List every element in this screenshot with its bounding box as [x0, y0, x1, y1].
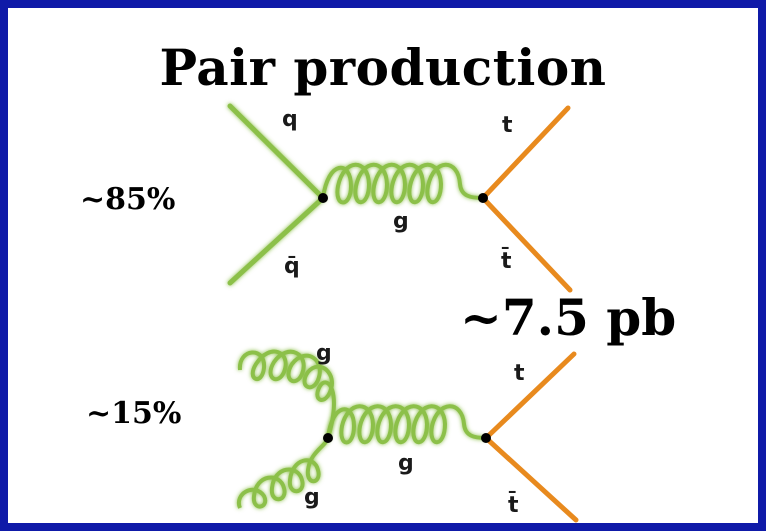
label-gluon-mediator: g — [393, 209, 409, 234]
gluon-propagator — [321, 162, 484, 205]
outgoing-top-line-2 — [483, 351, 577, 441]
diagram-gluon-fusion: g g g t t̄ — [236, 341, 579, 523]
slide-title: Pair production — [159, 38, 607, 97]
gluon-propagator-2 — [326, 404, 487, 445]
vertex-left-2 — [323, 433, 333, 443]
vertex-left — [318, 193, 328, 203]
fraction-label-qq: ~85% — [80, 182, 176, 217]
fraction-label-gg: ~15% — [86, 396, 182, 431]
label-top: t — [502, 113, 513, 138]
label-antiquark: q̄ — [284, 254, 300, 279]
label-antitop-2: t̄ — [508, 492, 519, 518]
diagram-qq-annihilation: q q̄ g t t̄ — [227, 103, 573, 293]
incoming-quark-line — [227, 103, 326, 201]
label-gluon-in-lower: g — [304, 485, 320, 510]
outgoing-antitop-line-2 — [483, 435, 579, 523]
label-antitop: t̄ — [501, 248, 512, 274]
label-top-2: t — [514, 361, 525, 386]
vertex-right — [478, 193, 488, 203]
vertex-right-2 — [481, 433, 491, 443]
label-gluon-mediator-2: g — [398, 451, 414, 476]
label-gluon-in-upper: g — [316, 341, 332, 366]
cross-section-label: ~7.5 pb — [460, 288, 677, 347]
label-quark: q — [282, 107, 298, 132]
outgoing-top-line — [480, 105, 571, 201]
outgoing-antitop-line — [480, 195, 573, 293]
incoming-gluon-lower — [236, 437, 330, 509]
incoming-antiquark-line — [227, 195, 326, 286]
incoming-gluon-upper — [237, 349, 336, 439]
slide-panel: Pair production ~85% ~15% ~7.5 pb — [8, 8, 758, 523]
feynman-diagrams: q q̄ g t t̄ g g g t t̄ — [227, 103, 579, 523]
